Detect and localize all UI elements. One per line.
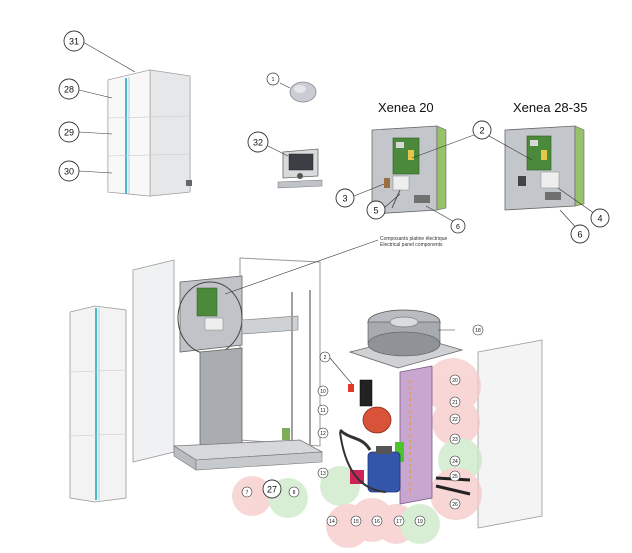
right-side-panel <box>477 339 543 529</box>
part-number: 10 <box>320 389 326 395</box>
part-number: 11 <box>320 408 325 414</box>
heading-xenea-20: Xenea 20 <box>378 100 434 115</box>
part-number: 2 <box>479 126 484 136</box>
part-number: 2 <box>324 355 327 361</box>
callout-23: 23 <box>449 433 461 445</box>
callout-28: 28 <box>58 78 80 100</box>
part-number: 1 <box>272 77 275 83</box>
part-number: 5 <box>373 206 378 216</box>
callout-12: 12 <box>317 427 329 439</box>
callout-14: 14 <box>326 515 338 527</box>
part-number: 21 <box>452 400 458 406</box>
callout-15: 15 <box>350 515 362 527</box>
part-number: 32 <box>253 138 263 148</box>
part-number: 31 <box>69 37 79 47</box>
callout-18: 18 <box>472 324 484 336</box>
callout-7: 7 <box>241 486 253 498</box>
callout-20: 20 <box>449 374 461 386</box>
part-number: 17 <box>396 519 402 525</box>
room-controller-icon <box>267 145 323 189</box>
part-number: 19 <box>417 519 423 525</box>
callout-10: 10 <box>317 385 329 397</box>
callout-17: 17 <box>393 515 405 527</box>
part-number: 3 <box>342 194 347 204</box>
callout-27: 27 <box>262 479 282 499</box>
part-number: 13 <box>320 471 326 477</box>
callout-6a: 6 <box>450 218 466 234</box>
front-panel-assembly <box>107 69 192 197</box>
fan-assembly <box>348 309 464 369</box>
xenea-20-electrical-box <box>371 125 447 215</box>
callout-25: 25 <box>449 470 461 482</box>
callout-31: 31 <box>63 30 85 52</box>
hydraulic-components <box>338 379 471 496</box>
part-number: 22 <box>452 417 458 423</box>
callout-21: 21 <box>449 396 461 408</box>
part-number: 26 <box>452 502 458 508</box>
callout-29: 29 <box>58 121 80 143</box>
callout-24: 24 <box>449 455 461 467</box>
callout-2c: 2 <box>319 351 331 363</box>
part-number: 7 <box>246 490 249 496</box>
callout-1: 1 <box>266 72 280 86</box>
part-number: 24 <box>452 459 458 465</box>
part-number: 6 <box>577 230 582 240</box>
part-number: 14 <box>329 519 335 525</box>
part-number: 30 <box>64 167 74 177</box>
callout-4: 4 <box>590 208 610 228</box>
callout-electrical-panel-fr: Composants platine électrique <box>380 236 448 242</box>
callout-8: 8 <box>288 486 300 498</box>
part-number: 27 <box>267 485 277 495</box>
part-number: 6 <box>456 224 460 231</box>
part-number: 25 <box>452 474 458 480</box>
callout-3: 3 <box>335 188 355 208</box>
part-number: 29 <box>64 128 74 138</box>
callout-19: 19 <box>414 515 426 527</box>
heading-xenea-28-35: Xenea 28-35 <box>513 100 588 115</box>
callout-2a: 2 <box>472 120 492 140</box>
loose-front-panel <box>69 305 127 503</box>
part-number: 4 <box>597 214 602 224</box>
callout-26: 26 <box>449 498 461 510</box>
part-number: 16 <box>374 519 380 525</box>
callout-22: 22 <box>449 413 461 425</box>
callout-16: 16 <box>371 515 383 527</box>
part-number: 18 <box>475 328 481 334</box>
callout-11: 11 <box>317 404 329 416</box>
part-number: 23 <box>452 437 458 443</box>
part-number: 20 <box>452 378 458 384</box>
xenea-28-35-electrical-box <box>504 125 585 211</box>
part-number: 15 <box>353 519 359 525</box>
main-unit-frame <box>132 257 324 471</box>
part-number: 12 <box>320 431 326 437</box>
outdoor-sensor-icon <box>279 81 317 103</box>
callout-13: 13 <box>317 467 329 479</box>
part-number: 28 <box>64 85 74 95</box>
callout-32: 32 <box>247 131 269 153</box>
part-number: 8 <box>293 490 296 496</box>
callout-electrical-panel-en: Electrical panel components <box>380 242 443 248</box>
callout-5: 5 <box>366 200 386 220</box>
callout-6b: 6 <box>570 224 590 244</box>
heat-exchanger-panel <box>399 365 433 505</box>
callout-30: 30 <box>58 160 80 182</box>
